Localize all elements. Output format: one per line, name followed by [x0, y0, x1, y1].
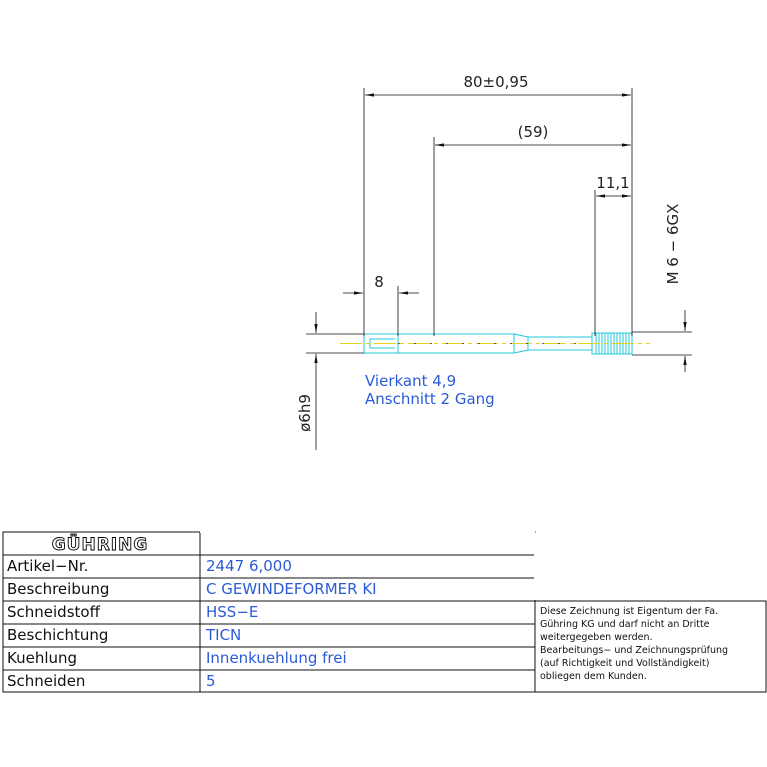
value-schneiden: 5	[206, 672, 216, 690]
label-schneiden: Schneiden	[7, 672, 85, 690]
value-schneidstoff: HSS−E	[206, 603, 258, 621]
note-square: Vierkant 4,9	[365, 372, 456, 390]
disclaimer-line: Bearbeitungs− und Zeichnungsprüfung	[540, 645, 728, 656]
label-schneidstoff: Schneidstoff	[7, 603, 101, 621]
disclaimer-line: Gühring KG und darf nicht an Dritte	[540, 619, 710, 630]
label-beschreibung: Beschreibung	[7, 580, 109, 598]
shank-diameter-dim: ø6h9	[296, 394, 314, 432]
extension-lines	[306, 88, 692, 356]
disclaimer-line: obliegen dem Kunden.	[540, 671, 647, 682]
disclaimer-line: (auf Richtigkeit und Vollständigkeit)	[540, 658, 709, 669]
disclaimer-line: Diese Zeichnung ist Eigentum der Fa.	[540, 606, 718, 617]
note-chamfer: Anschnitt 2 Gang	[365, 390, 495, 408]
square-length-dim: 8	[374, 273, 384, 291]
thread-size-dim: M 6 − 6GX	[664, 204, 682, 285]
value-beschreibung: C GEWINDEFORMER KI	[206, 580, 377, 598]
value-artikel-nr: 2447 6,000	[206, 557, 292, 575]
thread-length-dim: 11,1	[596, 174, 629, 192]
label-kuehlung: Kuehlung	[7, 649, 77, 667]
shank-length-dim: (59)	[518, 123, 549, 141]
brand-logo: GÜHRING	[52, 533, 149, 555]
label-artikel-nr: Artikel−Nr.	[7, 557, 88, 575]
value-beschichtung: TICN	[205, 626, 241, 644]
dimension-lines	[314, 93, 687, 450]
disclaimer-line: weitergegeben werden.	[540, 632, 653, 643]
value-kuehlung: Innenkuehlung frei	[206, 649, 347, 667]
label-beschichtung: Beschichtung	[7, 626, 108, 644]
overall-length-dim: 80±0,95	[463, 73, 528, 91]
